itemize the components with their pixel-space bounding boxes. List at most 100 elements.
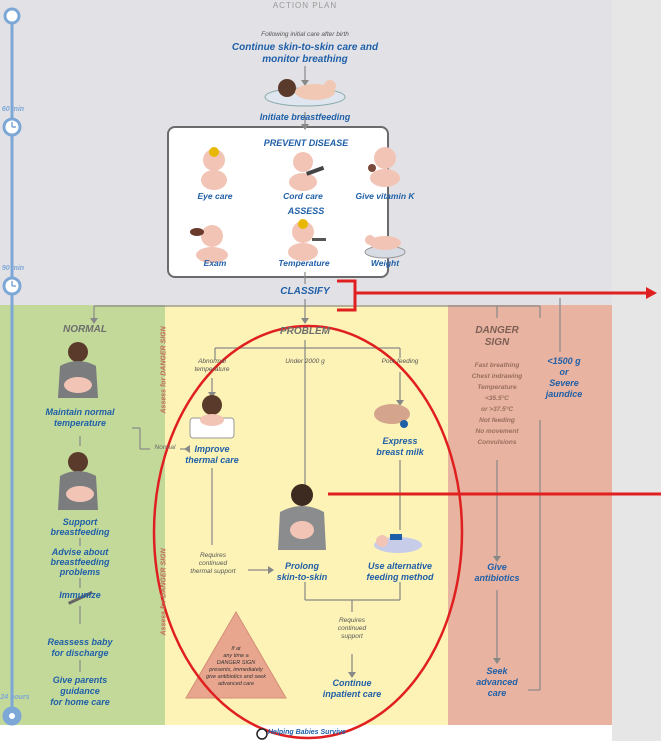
lt1500-line2: or (559, 367, 569, 377)
warning-line1: If at (231, 646, 241, 652)
requires-support-line2: continued (337, 625, 367, 632)
warning-line2: any time a (223, 653, 249, 659)
under-2000-label: Under 2000 g (285, 358, 325, 365)
seek-line1: Seek (486, 666, 508, 676)
seek-line3: care (487, 688, 507, 698)
right-side-panel (612, 0, 661, 741)
initiate-breastfeeding: Initiate breastfeeding (259, 112, 351, 122)
danger-sign-5: or >37.5°C (480, 406, 514, 413)
lt1500-line4: jaundice (545, 389, 583, 399)
temperature-label: Temperature (278, 258, 330, 268)
mother-baby-illustration-1 (58, 342, 98, 398)
danger-warning-triangle (185, 611, 287, 699)
continue-line1-inpatient: Continue (332, 678, 372, 688)
continue-line2-inpatient: inpatient care (322, 689, 382, 699)
express-milk-illustration (374, 404, 410, 428)
danger-sign-2: Chest indrawing (471, 373, 523, 380)
poor-feeding-label: Poor feeding (381, 358, 419, 365)
requires-thermal-line1: Requires (199, 552, 226, 559)
action-plan-title: ACTION PLAN (272, 1, 338, 10)
advise-line2: breastfeeding (50, 557, 110, 567)
exam-label: Exam (203, 258, 227, 268)
cord-care-illustration (289, 152, 325, 191)
eye-care-label: Eye care (197, 191, 233, 201)
antibiotics-line2: antibiotics (474, 573, 520, 583)
following-text: Following initial care after birth (261, 31, 349, 38)
abnormal-line1: Abnormal (198, 358, 226, 365)
improve-line2: thermal care (185, 455, 239, 465)
danger-sign-1: Fast breathing (474, 362, 520, 369)
weight-illustration (364, 235, 406, 259)
warning-line4: presents, immediately (209, 667, 263, 673)
exam-illustration (190, 225, 228, 263)
advise-line1: Advise about (51, 547, 109, 557)
vitamin-k-illustration (368, 147, 400, 187)
express-line1: Express (382, 436, 418, 446)
problem-title: PROBLEM (280, 326, 330, 337)
requires-support-line1: Requires (338, 617, 365, 624)
danger-sign-8: Convulsions (477, 439, 517, 446)
classify-bracket (337, 279, 357, 312)
seek-line2: advanced (476, 677, 518, 687)
improve-line1: Improve (194, 444, 230, 454)
antibiotics-line1: Give (487, 562, 507, 572)
lt1500-line3: Severe (549, 378, 579, 388)
lt1500-line1: <1500 g (547, 356, 581, 366)
guidance-line3: for home care (50, 697, 110, 707)
helping-babies-logo (256, 728, 268, 740)
guidance-line2: guidance (60, 686, 100, 696)
maintain-line2: temperature (53, 418, 107, 428)
annotation-ellipse (152, 324, 464, 740)
syringe-illustration (67, 591, 93, 605)
warning-line5: give antibiotics and seek (206, 674, 266, 680)
timeline-60min: 60 min (1, 106, 25, 113)
alternative-line1: Use alternative (367, 561, 433, 571)
prevent-disease-title: PREVENT DISEASE (263, 138, 349, 148)
maintain-line1: Maintain normal (45, 407, 115, 417)
reassess-line2: for discharge (51, 648, 109, 658)
breastfeeding-illustration (264, 79, 346, 107)
abnormal-line2: temperature (194, 366, 230, 373)
danger-title-line2: SIGN (484, 337, 510, 348)
timeline-start-dot (3, 7, 21, 25)
classify-label: CLASSIFY (280, 286, 330, 297)
normal-back-label: Normal (154, 444, 176, 451)
alternative-feeding-illustration (374, 534, 422, 553)
prolong-line1: Prolong (285, 561, 319, 571)
requires-thermal-line3: thermal support (190, 568, 236, 575)
cord-care-label: Cord care (283, 191, 323, 201)
continue-line1: Continue skin-to-skin care and (231, 42, 379, 53)
prolong-line2: skin-to-skin (276, 572, 328, 582)
support-line2: breastfeeding (50, 527, 110, 537)
assess-danger-label-bottom: Assess for DANGER SIGN (160, 548, 168, 636)
footer-brand: Helping Babies Survive (268, 729, 346, 736)
timeline-90min: 90 min (1, 265, 25, 272)
timeline-24h: 24 hours (0, 694, 30, 701)
danger-sign-4: <35.5°C (485, 395, 509, 402)
warning-line3: DANGER SIGN (216, 660, 256, 666)
alternative-line2: feeding method (366, 572, 434, 582)
footer-strip (0, 725, 612, 741)
weight-label: Weight (370, 258, 400, 268)
reassess-line1: Reassess baby (47, 637, 113, 647)
advise-line3: problems (59, 567, 101, 577)
support-line1: Support (62, 517, 98, 527)
danger-salmon-column (448, 305, 612, 725)
skin-to-skin-illustration (278, 484, 326, 550)
normal-title: NORMAL (63, 324, 107, 335)
danger-sign-3: Temperature (477, 384, 517, 391)
eye-care-illustration (201, 147, 227, 190)
warning-line6: advanced care (217, 681, 255, 687)
danger-sign-7: No movement (475, 428, 519, 435)
vitamin-k-label: Give vitamin K (355, 191, 415, 201)
danger-sign-6: Not feeding (479, 417, 515, 424)
mother-baby-illustration-2 (58, 452, 98, 510)
requires-support-line3: support (341, 633, 363, 640)
thermal-care-illustration (189, 395, 235, 439)
express-line2: breast milk (376, 447, 424, 457)
temperature-illustration (288, 219, 326, 261)
danger-title-line1: DANGER (475, 325, 519, 336)
requires-thermal-line2: continued (198, 560, 228, 567)
